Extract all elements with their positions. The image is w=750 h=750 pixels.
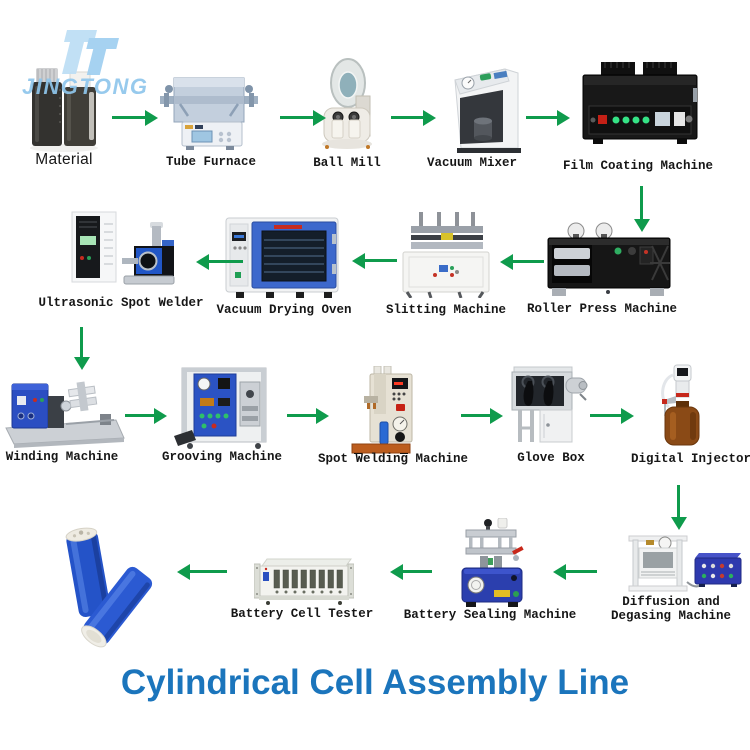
machine-roller-press: [546, 220, 672, 300]
machine-vacuum-mixer: [441, 64, 523, 158]
spot-welding-machine-illustration: [351, 366, 413, 454]
machine-tube-furnace: [160, 70, 258, 154]
label-tube-furnace: Tube Furnace: [165, 155, 257, 169]
film-coating-machine-illustration: [582, 62, 698, 144]
batteries-illustration: [65, 527, 153, 648]
battery-cell-tester-illustration: [254, 558, 354, 605]
label-spot-welding: Spot Welding Machine: [317, 452, 469, 466]
diffusion-degasing-machine-illustration: [628, 535, 742, 592]
arrow-diffusion-to-sealing: [553, 563, 597, 580]
machine-spot-welding: [344, 366, 420, 454]
label-winding: Winding Machine: [5, 450, 119, 464]
label-roller-press: Roller Press Machine: [526, 302, 678, 316]
label-vacuum-mixer: Vacuum Mixer: [426, 156, 518, 170]
arrow-material-to-furnace: [112, 109, 158, 126]
label-glove-box: Glove Box: [517, 451, 585, 465]
arrow-injector-to-diffusion: [670, 485, 687, 530]
machine-winding: [4, 372, 126, 448]
arrow-tester-to-batteries: [177, 563, 227, 580]
label-grooving: Grooving Machine: [161, 450, 283, 464]
arrow-furnace-to-ballmill: [280, 109, 326, 126]
machine-diffusion-degasing: [625, 534, 745, 598]
arrow-oven-to-ultrasonic: [196, 253, 243, 270]
machine-slitting: [399, 212, 493, 298]
finished-batteries: [52, 522, 164, 650]
battery-sealing-machine-illustration: [461, 518, 524, 607]
label-cell-tester: Battery Cell Tester: [230, 607, 374, 621]
arrow-winding-to-grooving: [125, 407, 167, 424]
tube-furnace-illustration: [160, 77, 258, 150]
ball-mill-illustration: [322, 58, 372, 149]
winding-machine-illustration: [5, 381, 125, 448]
machine-ball-mill: [320, 56, 378, 152]
label-film-coating: Film Coating Machine: [562, 159, 714, 173]
logo-text: JINGTONG: [22, 74, 149, 99]
material-bottles-illustration: [30, 68, 98, 152]
slitting-machine-illustration: [402, 212, 490, 298]
arrow-spotwelding-to-glovebox: [461, 407, 503, 424]
machine-ultrasonic-welder: [64, 210, 176, 292]
arrow-rollerpress-to-slitting: [500, 253, 544, 270]
arrow-sealing-to-tester: [390, 563, 432, 580]
diagram-title: Cylindrical Cell Assembly Line: [120, 663, 630, 702]
machine-cell-tester: [254, 556, 354, 606]
glove-box-illustration: [511, 366, 588, 443]
machine-drying-oven: [224, 216, 342, 302]
machine-battery-sealing: [458, 518, 526, 608]
digital-injector-illustration: [661, 364, 700, 446]
label-ball-mill: Ball Mill: [313, 156, 381, 170]
arrow-ballmill-to-mixer: [391, 109, 436, 126]
label-material: Material: [35, 151, 93, 168]
machine-grooving: [174, 366, 274, 452]
label-diffusion-degasing: Diffusion and Degasing Machine: [610, 595, 732, 623]
label-ultrasonic: Ultrasonic Spot Welder: [38, 296, 204, 310]
machine-material: [26, 56, 102, 154]
ultrasonic-spot-welder-illustration: [71, 211, 175, 285]
label-battery-sealing: Battery Sealing Machine: [403, 608, 577, 622]
roller-press-machine-illustration: [547, 222, 671, 296]
machine-film-coating: [581, 60, 699, 154]
arrow-mixer-to-coating: [526, 109, 570, 126]
label-slitting: Slitting Machine: [385, 303, 507, 317]
machine-digital-injector: [657, 363, 707, 448]
vacuum-mixer-illustration: [454, 68, 521, 153]
label-diffusion-line1: Diffusion and: [622, 595, 720, 609]
vacuum-drying-oven-illustration: [225, 217, 339, 298]
label-diffusion-line2: Degasing Machine: [610, 608, 732, 623]
logo-jt-icon: [62, 30, 120, 75]
arrow-ultrasonic-to-winding: [73, 327, 90, 370]
arrow-glovebox-to-injector: [590, 407, 634, 424]
grooving-machine-illustration: [174, 367, 267, 449]
arrow-slitting-to-oven: [352, 252, 397, 269]
label-drying-oven: Vacuum Drying Oven: [216, 303, 352, 317]
arrow-grooving-to-spotwelding: [287, 407, 329, 424]
label-digital-injector: Digital Injector: [630, 452, 750, 466]
jingtong-logo: JINGTONG: [22, 30, 149, 99]
arrow-coating-to-rollerpress: [633, 186, 650, 232]
machine-glove-box: [510, 364, 588, 446]
